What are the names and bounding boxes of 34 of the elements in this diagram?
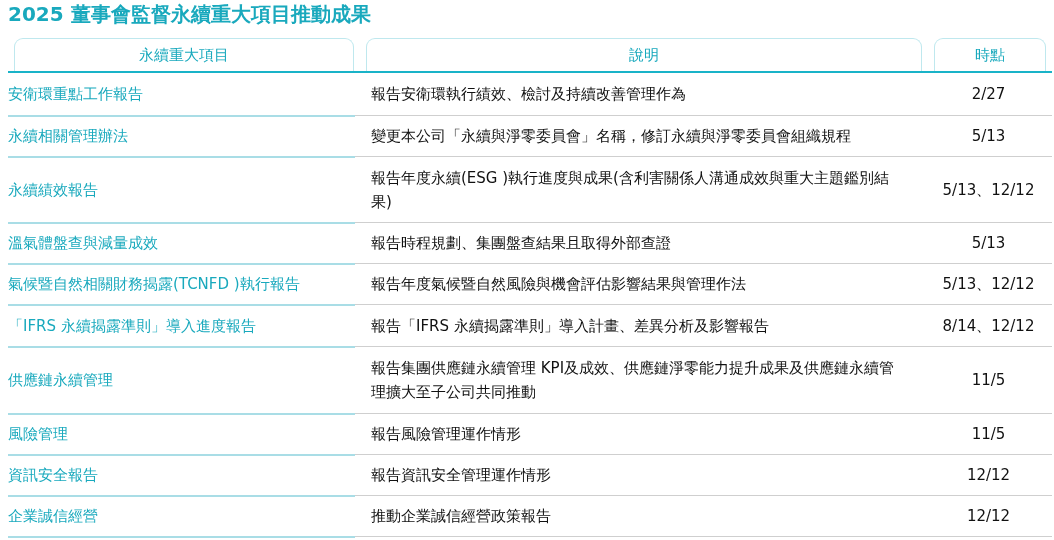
date-text: 5/13	[971, 126, 1006, 147]
item-name: 永續相關管理辦法	[8, 126, 128, 147]
description-text: 報告風險管理運作情形	[371, 424, 521, 445]
description-text: 推動企業誠信經營政策報告	[371, 506, 551, 527]
date-text: 5/13、12/12	[942, 179, 1035, 201]
date-text: 12/12	[966, 465, 1011, 486]
date-text: 2/27	[971, 84, 1006, 105]
date-text: 5/13	[971, 233, 1006, 254]
date-text: 5/13、12/12	[942, 274, 1035, 295]
description-text: 報告集團供應鏈永續管理 KPI及成效、供應鏈淨零能力提升成果及供應鏈永續管理擴大至子公司共同推動	[371, 358, 896, 403]
date-text: 11/5	[971, 424, 1006, 445]
description-text: 報告時程規劃、集團盤查結果且取得外部查證	[371, 233, 671, 254]
date-text: 12/12	[966, 506, 1011, 527]
column-header: 說明	[366, 38, 922, 71]
description-text: 報告年度氣候暨自然風險與機會評估影響結果與管理作法	[371, 274, 746, 295]
column-header: 永續重大項目	[14, 38, 354, 71]
item-name: 供應鏈永續管理	[8, 370, 113, 391]
column-header: 時點	[934, 38, 1046, 71]
description-text: 變更本公司「永續與淨零委員會」名稱，修訂永續與淨零委員會組織規程	[371, 126, 851, 147]
date-text: 8/14、12/12	[942, 315, 1035, 337]
description-text: 報告資訊安全管理運作情形	[371, 465, 551, 486]
item-name: 風險管理	[8, 424, 68, 445]
item-name: 永續績效報告	[8, 179, 98, 201]
item-name: 安衛環重點工作報告	[8, 84, 143, 105]
description-text: 報告安衛環執行績效、檢討及持續改善管理作為	[371, 84, 686, 105]
item-name: 溫氣體盤查與減量成效	[8, 233, 158, 254]
description-text: 報告「IFRS 永續揭露準則」導入計畫、差異分析及影響報告	[371, 315, 769, 337]
table-title: 2025 董事會監督永續重大項目推動成果	[8, 1, 371, 28]
item-name: 資訊安全報告	[8, 465, 98, 486]
date-text: 11/5	[971, 370, 1006, 391]
description-text: 報告年度永續(ESG )執行進度與成果(含利害關係人溝通成效與重大主題鑑別結果)	[371, 167, 890, 213]
item-name: 氣候暨自然相關財務揭露(TCNFD )執行報告	[8, 274, 300, 295]
item-name: 企業誠信經營	[8, 506, 98, 527]
item-name: 「IFRS 永續揭露準則」導入進度報告	[8, 315, 256, 337]
